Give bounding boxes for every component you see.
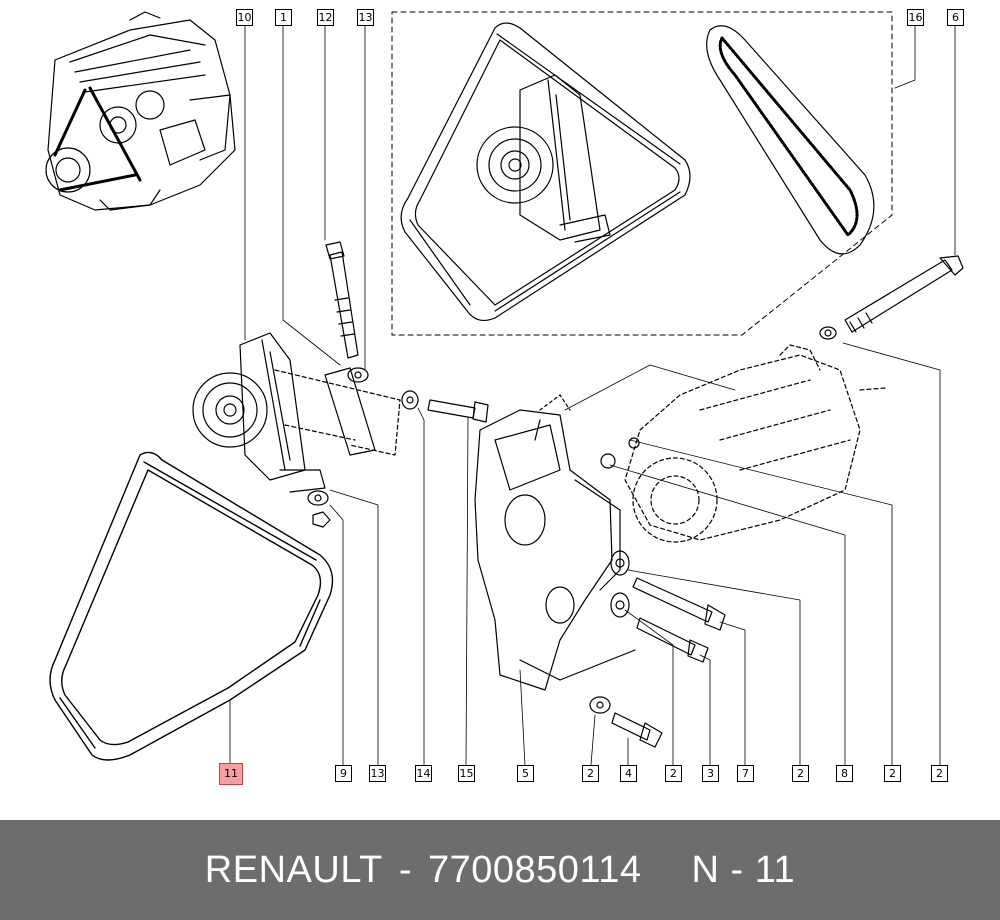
bracket-fasteners: [589, 437, 726, 748]
accessory-drive-belt: [49, 451, 334, 761]
callout-7: 7: [737, 765, 754, 782]
callout-11-highlighted: 11: [219, 763, 243, 785]
toothed-belt: [706, 25, 875, 255]
tensioner-pulley: [192, 332, 401, 493]
callout-2-e: 2: [931, 765, 948, 782]
callout-9: 9: [335, 765, 352, 782]
callout-1: 1: [275, 9, 292, 26]
callout-5: 5: [517, 765, 534, 782]
callout-2-d: 2: [884, 765, 901, 782]
kit-outline: [391, 11, 893, 336]
engine-overview-thumbnail: [45, 11, 236, 211]
bolt-12: [325, 241, 359, 359]
callout-13-bottom: 13: [369, 765, 386, 782]
callout-14: 14: [415, 765, 432, 782]
callout-10: 10: [236, 9, 253, 26]
callout-12: 12: [317, 9, 334, 26]
callout-8: 8: [836, 765, 853, 782]
diagram-position: N - 11: [691, 848, 796, 891]
callout-16: 16: [907, 9, 924, 26]
callout-2-a: 2: [582, 765, 599, 782]
brand-name: RENAULT: [204, 848, 383, 891]
callout-13-top: 13: [357, 9, 374, 26]
callout-2-b: 2: [665, 765, 682, 782]
callout-6: 6: [947, 9, 964, 26]
tensioner-in-kit: [476, 74, 611, 243]
part-number: 7700850114: [428, 848, 642, 891]
footer-bar: RENAULT - 7700850114 N - 11: [0, 820, 1000, 920]
compressor-bracket: [474, 364, 736, 691]
exploded-parts-diagram: [45, 11, 964, 766]
callout-4: 4: [620, 765, 637, 782]
callout-3: 3: [702, 765, 719, 782]
long-bolt: [819, 255, 964, 340]
footer-dash: -: [398, 848, 412, 891]
poly-v-belt-kit: [400, 22, 691, 322]
callout-2-c: 2: [792, 765, 809, 782]
ac-compressor: [624, 344, 886, 543]
callout-15: 15: [458, 765, 475, 782]
bolt-15: [427, 399, 489, 423]
